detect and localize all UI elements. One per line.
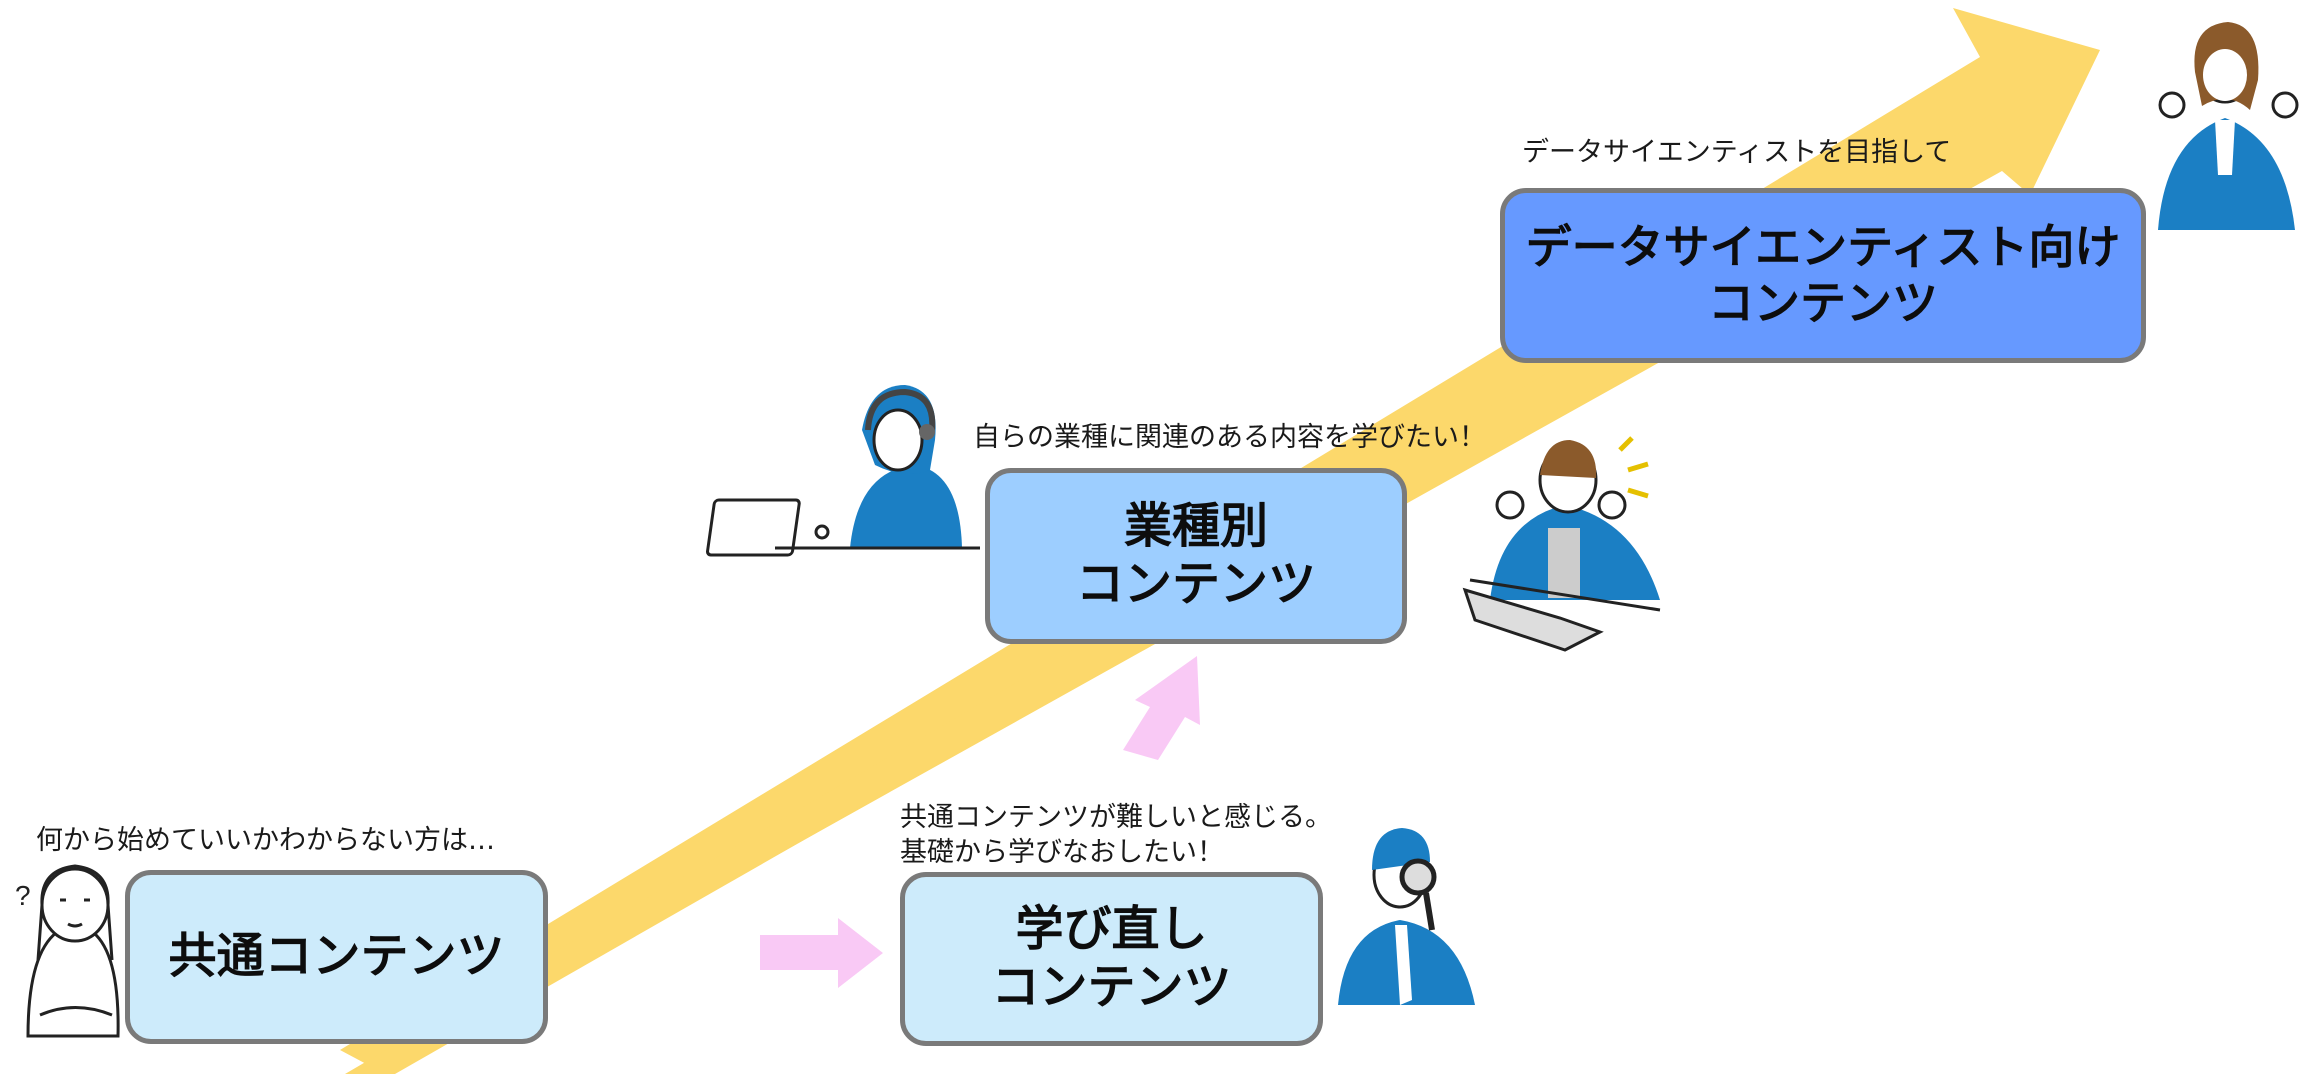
relearn-content-line1: 学び直し bbox=[1015, 901, 1208, 958]
caption-common-text: 何から始めていいかわからない方は… bbox=[36, 825, 495, 856]
confused-person-icon: ? bbox=[15, 864, 120, 1038]
pink-up-arrow bbox=[1123, 656, 1200, 760]
pink-right-arrow bbox=[760, 918, 883, 988]
excited-person-laptop-icon bbox=[1462, 436, 1661, 652]
caption-relearn: 共通コンテンツが難しいと感じる。 基礎から学びなおしたい！ bbox=[900, 800, 1332, 870]
common-content-box: 共通コンテンツ bbox=[125, 870, 548, 1044]
cheering-businesswoman-icon bbox=[2158, 22, 2299, 230]
relearn-content-line2: コンテンツ bbox=[991, 959, 1232, 1015]
magnifier-businessman-icon bbox=[1338, 828, 1475, 1005]
industry-content-box: 業種別 コンテンツ bbox=[985, 468, 1407, 644]
svg-text:?: ? bbox=[15, 880, 31, 911]
common-content-label: 共通コンテンツ bbox=[168, 928, 505, 985]
caption-relearn-line1: 共通コンテンツが難しいと感じる。 bbox=[900, 802, 1332, 833]
caption-data-scientist: データサイエンティストを目指して bbox=[1522, 135, 1951, 170]
industry-content-line1: 業種別 bbox=[1123, 498, 1268, 555]
data-scientist-content-box: データサイエンティスト向け コンテンツ bbox=[1500, 188, 2146, 363]
caption-industry: 自らの業種に関連のある内容を学びたい！ bbox=[973, 420, 1486, 455]
data-scientist-content-line2: コンテンツ bbox=[1708, 275, 1938, 330]
relearn-content-box: 学び直し コンテンツ bbox=[900, 872, 1323, 1046]
caption-data-scientist-text: データサイエンティストを目指して bbox=[1522, 137, 1952, 168]
caption-industry-text: 自らの業種に関連のある内容を学びたい！ bbox=[973, 422, 1486, 453]
caption-common: 何から始めていいかわからない方は… bbox=[36, 823, 495, 858]
data-scientist-content-line1: データサイエンティスト向け bbox=[1525, 220, 2121, 275]
caption-relearn-line2: 基礎から学びなおしたい！ bbox=[900, 837, 1224, 869]
headset-operator-laptop-icon bbox=[706, 385, 980, 557]
industry-content-line2: コンテンツ bbox=[1075, 556, 1316, 612]
